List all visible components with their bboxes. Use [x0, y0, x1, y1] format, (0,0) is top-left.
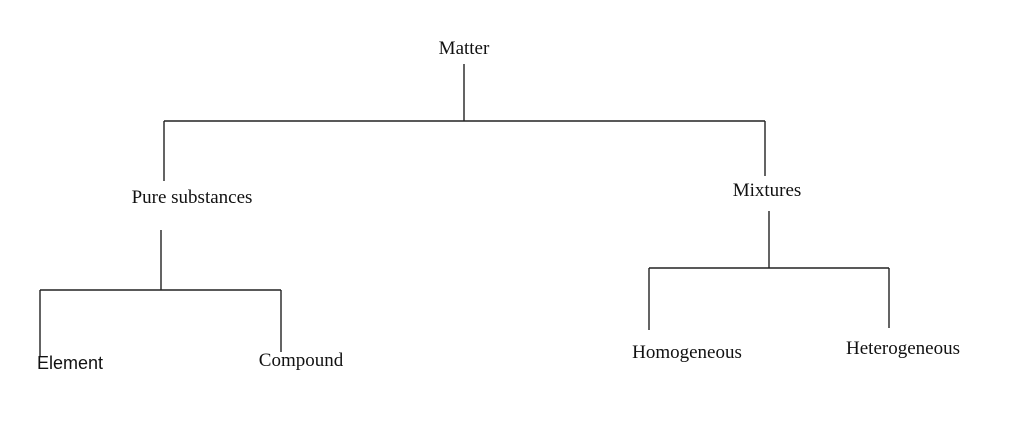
- node-pure-substances: Pure substances: [132, 187, 253, 208]
- node-heterogeneous: Heterogeneous: [846, 338, 960, 359]
- node-element: Element: [37, 353, 103, 373]
- node-homogeneous: Homogeneous: [632, 342, 742, 363]
- node-matter: Matter: [439, 38, 490, 59]
- node-mixtures: Mixtures: [733, 180, 802, 201]
- connector-matter-children: [163, 64, 766, 181]
- connector-pure-substances-children: [39, 230, 282, 356]
- connector-mixtures-children: [648, 211, 890, 330]
- node-compound: Compound: [259, 350, 344, 371]
